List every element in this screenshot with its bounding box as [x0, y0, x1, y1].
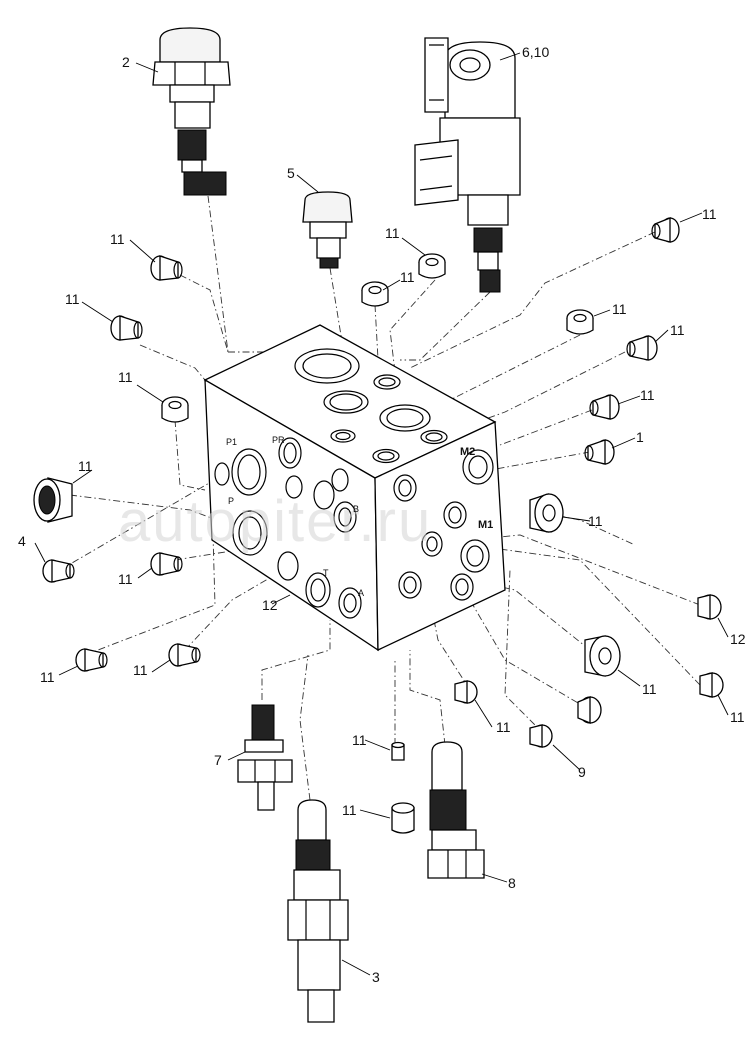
plug-11n — [168, 643, 201, 667]
callout-1: 12 — [262, 597, 278, 613]
plug-12c — [577, 696, 602, 724]
callout-11: 11 — [40, 669, 55, 685]
callout-11: 11 — [400, 269, 415, 285]
plug-11q — [454, 680, 478, 704]
plug-11d — [418, 253, 446, 279]
callout-11: 9 — [578, 764, 586, 780]
valve-block — [203, 324, 506, 652]
port-label-a: A — [358, 588, 365, 598]
callout-6-10: 6,10 — [522, 44, 550, 60]
port-label-m2: M2 — [460, 446, 476, 458]
callout-11: 11 — [342, 802, 357, 818]
callout-11: 11 — [118, 369, 133, 385]
callout-5: 5 — [287, 165, 295, 181]
orifice-7 — [391, 741, 405, 761]
plug-11e — [161, 396, 189, 423]
callout-11: 1 — [636, 429, 644, 445]
callout-11: 4 — [18, 533, 26, 549]
callout-11: 11 — [702, 206, 717, 222]
plug-11a — [150, 255, 183, 281]
plug-5 — [302, 191, 353, 269]
port-label-b: B — [353, 504, 360, 514]
cartridge-valve-2 — [152, 27, 231, 196]
plug-11m — [75, 648, 108, 672]
callout-3: 3 — [372, 969, 380, 985]
callout-11: 11 — [133, 662, 148, 678]
callout-11: 11 — [670, 322, 685, 338]
port-label-p: P — [228, 496, 235, 506]
port-label-pr: PR — [272, 435, 285, 445]
plug-11g — [651, 217, 680, 243]
plug-11s — [391, 802, 415, 834]
callout-8: 8 — [508, 875, 516, 891]
solenoid-valve-6-10 — [414, 37, 521, 293]
callout-7: 11 — [352, 732, 367, 748]
plug-11p — [699, 672, 724, 698]
port-label-m1: M1 — [478, 519, 494, 531]
plug-11k — [42, 559, 75, 583]
callout-11: 11 — [118, 571, 133, 587]
callout-11: 11 — [730, 709, 745, 725]
callout-11: 11 — [496, 719, 511, 735]
callout-11: 11 — [65, 291, 80, 307]
callout-12: 11 — [588, 513, 603, 529]
plug-11l — [150, 552, 183, 576]
plug-11c — [361, 281, 389, 307]
plug-11f — [566, 309, 594, 335]
callout-11: 11 — [612, 301, 627, 317]
callout-11: 12 — [730, 631, 746, 647]
sensor-9 — [237, 704, 293, 811]
plug-12b — [584, 635, 621, 677]
fitting-4 — [33, 477, 73, 523]
callout-11: 11 — [385, 225, 400, 241]
label-leader-lines — [34, 52, 729, 976]
callout-4: 11 — [78, 458, 93, 474]
plug-12a — [529, 493, 564, 533]
callout-2: 2 — [122, 54, 130, 70]
callout-12: 11 — [642, 681, 657, 697]
cartridge-valve-8 — [427, 741, 485, 879]
callout-9: 7 — [214, 752, 222, 768]
callout-11: 11 — [110, 231, 125, 247]
plug-11j — [584, 439, 615, 465]
port-label-p1: P1 — [226, 437, 238, 447]
plug-11h — [626, 335, 658, 361]
plug-11i — [589, 394, 620, 420]
plug-11o — [697, 594, 722, 620]
watermark: autopiter.ru — [118, 489, 433, 554]
callout-11: 11 — [640, 387, 655, 403]
port-label-t: T — [323, 568, 329, 578]
plug-11b — [110, 315, 143, 341]
plug-11r — [529, 724, 553, 748]
plug-group-11 — [42, 217, 724, 834]
cartridge-valve-3 — [287, 799, 349, 1023]
